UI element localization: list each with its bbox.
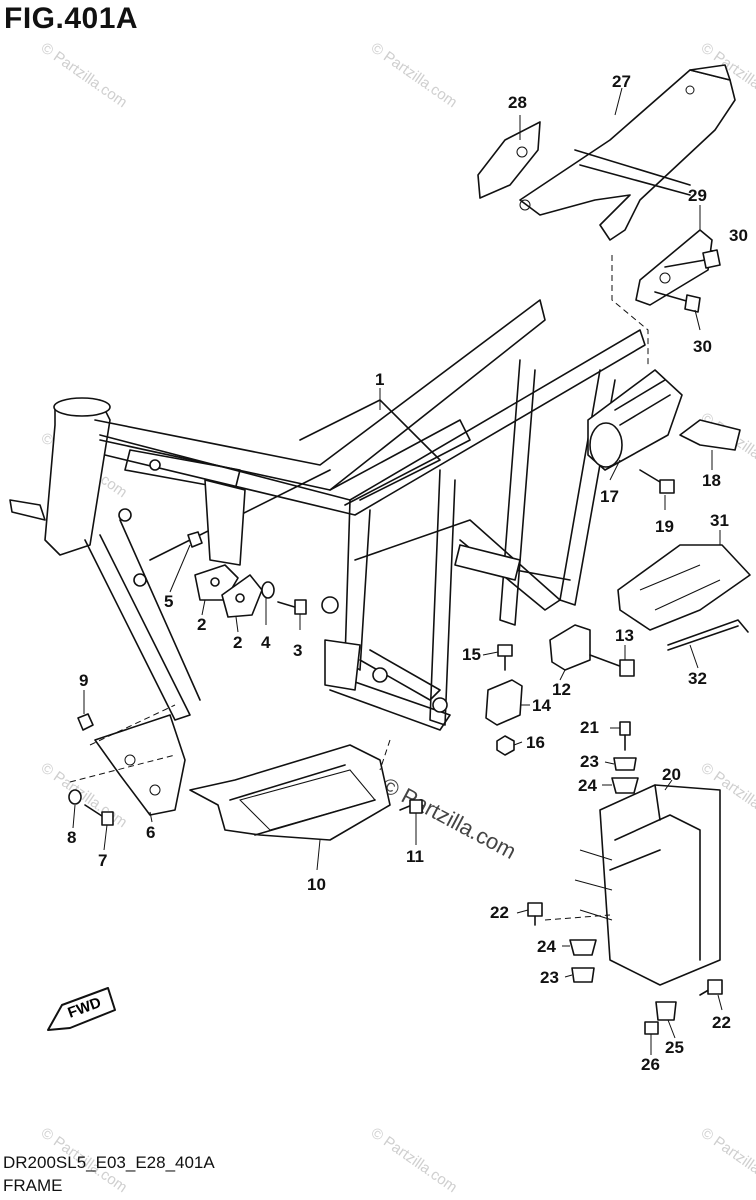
bolt-7 xyxy=(84,804,114,826)
callout-12: 12 xyxy=(552,680,571,699)
bolt-30-lower xyxy=(654,291,701,313)
plate-hole xyxy=(659,272,671,284)
callout-28: 28 xyxy=(508,93,527,112)
callout-5: 5 xyxy=(164,592,173,611)
bolt-13 xyxy=(589,654,635,677)
callout-17: 17 xyxy=(600,487,619,506)
plate-hole xyxy=(516,146,528,158)
side-plate-28 xyxy=(477,121,541,199)
lower-frame-10 xyxy=(189,744,391,841)
figure-name: FRAME xyxy=(3,1176,63,1195)
bolt-11 xyxy=(399,799,423,814)
callout-31: 31 xyxy=(710,511,729,530)
bolt-3 xyxy=(277,599,307,615)
leader-dashed xyxy=(544,914,611,921)
grommet-23-lower xyxy=(571,967,595,983)
callout-30-lower: 30 xyxy=(693,337,712,356)
callout-2-right: 2 xyxy=(233,633,242,652)
figure-title: FIG.401A xyxy=(4,2,139,35)
bolt-22-left xyxy=(527,902,543,926)
nut-26 xyxy=(644,1021,659,1035)
side-plate-29 xyxy=(635,229,713,306)
callout-6: 6 xyxy=(146,823,155,842)
callout-8: 8 xyxy=(67,828,76,847)
callout-22-right: 22 xyxy=(712,1013,731,1032)
callout-2-left: 2 xyxy=(197,615,206,634)
callout-13: 13 xyxy=(615,626,634,645)
callout-24-upper: 24 xyxy=(578,776,597,795)
callout-25: 25 xyxy=(665,1038,684,1057)
bolt-22-right xyxy=(699,979,723,996)
watermark-center: © Partzilla.com xyxy=(378,772,521,864)
main-frame xyxy=(9,299,646,731)
nut-5 xyxy=(187,531,203,548)
bolt-19 xyxy=(639,469,675,494)
leader-dashed xyxy=(89,704,176,746)
callout-16: 16 xyxy=(526,733,545,752)
leader-dashed xyxy=(379,739,391,771)
leader-lines xyxy=(72,87,723,1055)
bolt-15 xyxy=(497,644,513,671)
callout-19: 19 xyxy=(655,517,674,536)
strap-32 xyxy=(667,619,749,651)
grommet-23-upper xyxy=(613,757,637,771)
grommet-24-upper xyxy=(611,777,639,794)
leader-dashed xyxy=(611,255,649,365)
grommet-25 xyxy=(655,1001,677,1021)
nut-9 xyxy=(77,713,94,731)
callout-3: 3 xyxy=(293,641,302,660)
callout-30-upper: 30 xyxy=(729,226,748,245)
callout-20: 20 xyxy=(662,765,681,784)
callout-21: 21 xyxy=(580,718,599,737)
callout-29: 29 xyxy=(688,186,707,205)
callouts: 1 2 2 3 4 5 6 7 8 9 10 11 12 13 14 15 16… xyxy=(67,72,748,1074)
forward-direction-badge: FWD xyxy=(47,987,116,1031)
callout-22-left: 22 xyxy=(490,903,509,922)
tool-bag-17 xyxy=(587,369,683,471)
callout-23-lower: 23 xyxy=(540,968,559,987)
battery-case-20 xyxy=(574,784,721,986)
watermark: © Partzilla.com xyxy=(368,39,461,111)
washer-8 xyxy=(68,789,82,805)
callout-4: 4 xyxy=(261,633,271,652)
figure-code: DR200SL5_E03_E28_401A xyxy=(3,1153,215,1172)
leader-dashed xyxy=(69,754,176,783)
grommet-24-lower xyxy=(569,939,597,956)
callout-11: 11 xyxy=(406,847,424,866)
callout-9: 9 xyxy=(79,671,88,690)
callout-1: 1 xyxy=(375,370,384,389)
watermark: © Partzilla.com xyxy=(368,1124,461,1196)
washer-4 xyxy=(261,581,275,599)
nut-16 xyxy=(496,735,515,756)
mat-31 xyxy=(617,544,751,631)
mat-detail xyxy=(639,564,721,611)
callout-24-lower: 24 xyxy=(537,937,556,956)
callout-14: 14 xyxy=(532,696,551,715)
cushion-12 xyxy=(549,624,591,671)
band-18 xyxy=(679,419,741,451)
callout-15: 15 xyxy=(462,645,481,664)
callout-26: 26 xyxy=(641,1055,660,1074)
callout-32: 32 xyxy=(688,669,707,688)
callout-23-upper: 23 xyxy=(580,752,599,771)
bolt-21 xyxy=(619,721,631,751)
callout-18: 18 xyxy=(702,471,721,490)
watermark: © Partzilla.com xyxy=(38,39,131,111)
bolt-30-upper xyxy=(664,249,721,269)
watermark: © Partzilla.com xyxy=(698,1124,756,1196)
rear-subframe xyxy=(519,64,736,241)
callout-27: 27 xyxy=(612,72,631,91)
callout-7: 7 xyxy=(98,851,107,870)
callout-10: 10 xyxy=(307,875,326,894)
cushion-14 xyxy=(485,679,523,726)
engine-mount-6 xyxy=(94,714,186,816)
